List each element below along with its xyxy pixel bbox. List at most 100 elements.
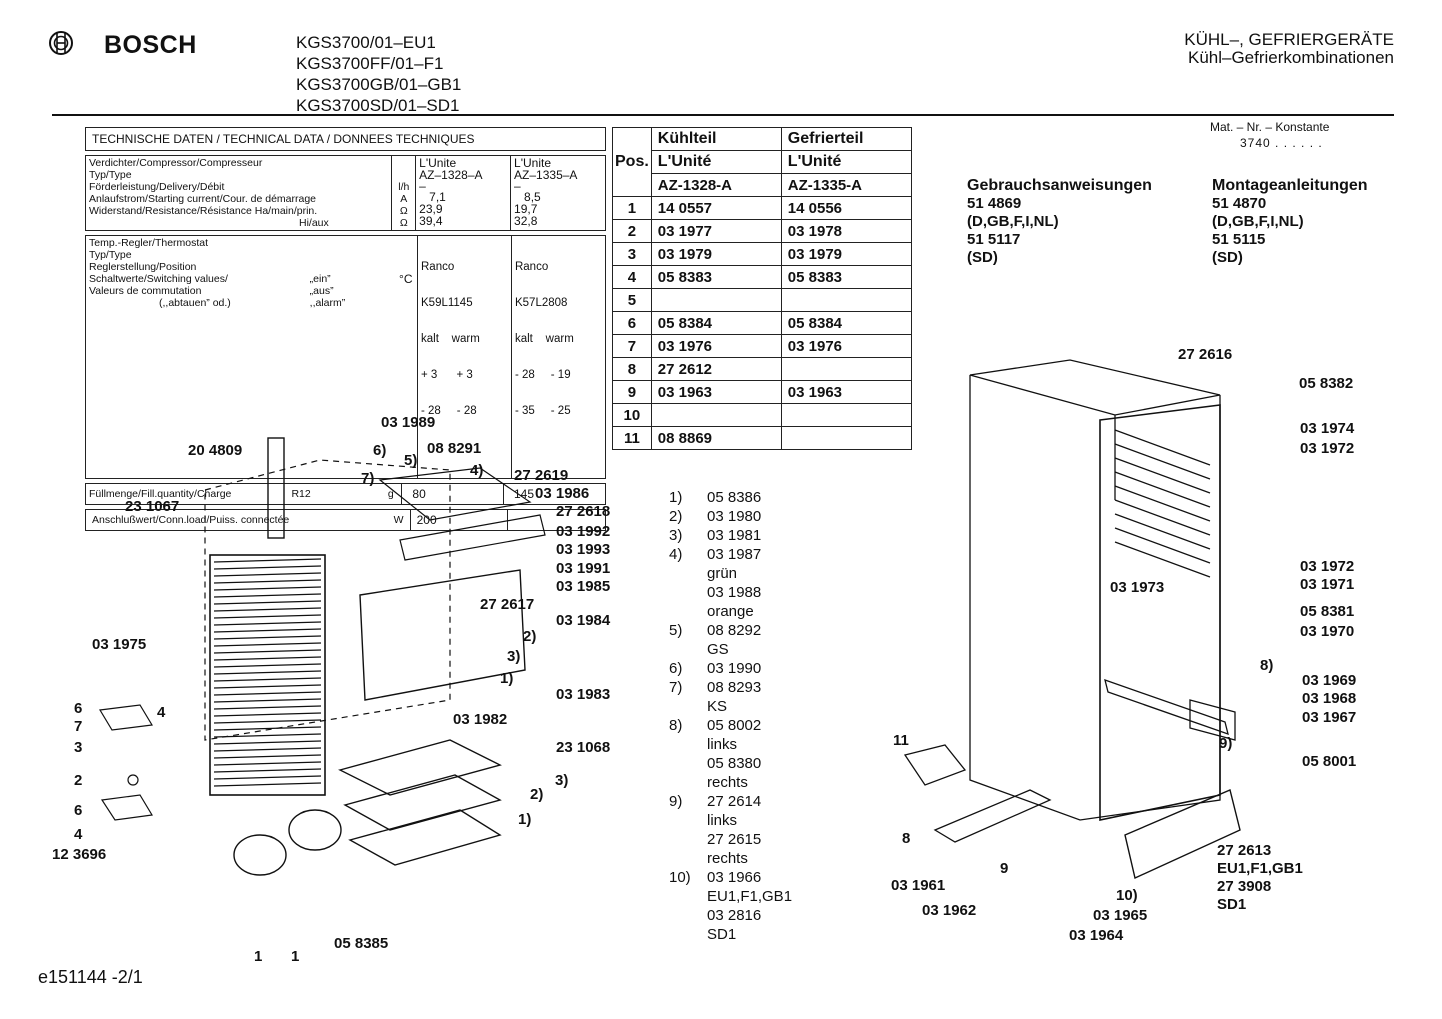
callout: 03 1986: [535, 485, 590, 502]
model-line: KGS3700FF/01–F1: [296, 54, 444, 73]
kuehlteil-part: 05 8383: [650, 265, 782, 289]
header-rule: [52, 114, 1394, 116]
tech-label: Valeurs de commutation: [89, 285, 202, 297]
footnote-line: 27 2615: [669, 830, 792, 849]
pos-number: 3: [612, 242, 652, 266]
callout: 7): [361, 470, 375, 487]
callout: 03 1975: [92, 636, 147, 653]
mount-title: Montageanleitungen: [1212, 177, 1368, 194]
unit: Ω: [399, 217, 408, 229]
footnote-value: 05 8386: [707, 489, 762, 506]
callout: 23 1068: [556, 739, 611, 756]
category-title: KÜHL–, GEFRIERGERÄTE Kühl–Gefrierkombina…: [1184, 31, 1394, 67]
coil-line: [213, 565, 322, 570]
callout: 03 1984: [556, 612, 611, 629]
use-title: Gebrauchsanweisungen: [967, 177, 1152, 194]
callout: 03 1972: [1300, 440, 1355, 457]
coil-line: [213, 712, 322, 717]
shelf-line: [1114, 457, 1211, 494]
footnote-value: 03 1987: [707, 546, 762, 563]
manual-line: 51 4870: [1212, 195, 1267, 212]
model-list: KGS3700/01–EU1 KGS3700FF/01–F1 KGS3700GB…: [296, 32, 461, 116]
pos-number: 4: [612, 265, 652, 289]
coil-line: [213, 649, 322, 654]
callout: 08 8291: [427, 440, 482, 457]
footnote-key: 5): [669, 622, 683, 639]
gefrierteil-header: Gefrierteil: [780, 127, 912, 151]
gefrierteil-part: 14 0556: [780, 196, 912, 220]
footnote-value: GS: [707, 641, 729, 658]
callout: 5): [404, 452, 418, 469]
callout: 9): [1219, 735, 1233, 752]
gefrierteil-part: 05 8383: [780, 265, 912, 289]
footnote-key: 3): [669, 527, 683, 544]
tech-label: Temp.-Regler/Thermostat: [89, 237, 209, 249]
kuehlteil-sub-1: L'Unité: [650, 150, 782, 174]
value: –: [419, 179, 426, 193]
fill-value-2: 145: [502, 483, 607, 505]
thermostat-sub: „ein” „aus” ,,alarm”: [306, 235, 395, 479]
unit: [395, 169, 412, 181]
footnote-line: 10)03 1966: [669, 868, 792, 887]
callout: 4: [74, 826, 83, 843]
value: –: [514, 179, 521, 193]
coil-line: [213, 628, 322, 633]
coil-line: [213, 621, 322, 626]
coil-line: [213, 558, 322, 563]
footnote-key: 7): [669, 679, 683, 696]
coil-line: [213, 656, 322, 661]
kuehlteil-part: 03 1979: [650, 242, 782, 266]
footnote-line: 1)05 8386: [669, 488, 792, 507]
tech-title: TECHNISCHE DATEN / TECHNICAL DATA / DONN…: [85, 127, 606, 151]
coil-line: [213, 705, 322, 710]
value: 19,7: [514, 202, 538, 216]
manual-line: (SD): [1212, 249, 1243, 266]
footnote-line: 03 1988: [669, 583, 792, 602]
mat-nr-label: Mat. – Nr. – Konstante: [1210, 120, 1330, 134]
gefrierteil-part: 03 1963: [780, 380, 912, 404]
bosch-logo: [48, 30, 74, 61]
footnote-key: 6): [669, 660, 683, 677]
footnote-line: 5)08 8292: [669, 621, 792, 640]
coil-line: [213, 775, 322, 780]
value: AZ–1328–A: [419, 168, 483, 182]
callout: 27 2617: [480, 596, 535, 613]
footnote-value: 03 1990: [707, 660, 762, 677]
footnote-value: links: [707, 736, 738, 753]
coil-line: [213, 691, 322, 696]
callout: 10): [1116, 887, 1138, 904]
use-instructions: Gebrauchsanweisungen 51 4869 (D,GB,F,I,N…: [967, 177, 1152, 267]
manual-line: 51 5117: [967, 231, 1021, 248]
kuehlteil-part: 03 1977: [650, 219, 782, 243]
coil-line: [213, 782, 322, 787]
footnote-line: 4)03 1987: [669, 545, 792, 564]
callout: 8): [1260, 657, 1274, 674]
model-line: KGS3700GB/01–GB1: [296, 75, 462, 94]
coil-line: [213, 684, 322, 689]
value: L'Unite: [514, 156, 552, 170]
callout: 6: [74, 700, 83, 717]
coil-line: [213, 740, 322, 745]
pos-row: 10: [612, 403, 912, 427]
callout: 27 2616: [1178, 346, 1233, 363]
value: 39,4: [419, 214, 443, 228]
shelf-line: [1114, 443, 1211, 480]
callout: 05 8385: [334, 935, 389, 952]
coil-line: [213, 586, 322, 591]
kuehlteil-part: 05 8384: [650, 311, 782, 335]
footnote-key: 10): [669, 869, 691, 886]
value: kalt warm: [514, 333, 574, 345]
footnote-line: 8)05 8002: [669, 716, 792, 735]
coil-line: [213, 600, 322, 605]
footnote-value: 27 2614: [707, 793, 762, 810]
kuehlteil-header: Kühlteil: [650, 127, 782, 151]
callout: 03 1971: [1300, 576, 1355, 593]
compressor-col-1: L'Unite AZ–1328–A – 7,1 23,9 39,4: [415, 155, 512, 231]
footnote-value: EU1,F1,GB1: [707, 888, 793, 905]
footnote-line: EU1,F1,GB1: [669, 887, 792, 906]
footnote-line: 7)08 8293: [669, 678, 792, 697]
callout: 03 1989: [381, 414, 436, 431]
shelf-line: [1114, 527, 1211, 564]
